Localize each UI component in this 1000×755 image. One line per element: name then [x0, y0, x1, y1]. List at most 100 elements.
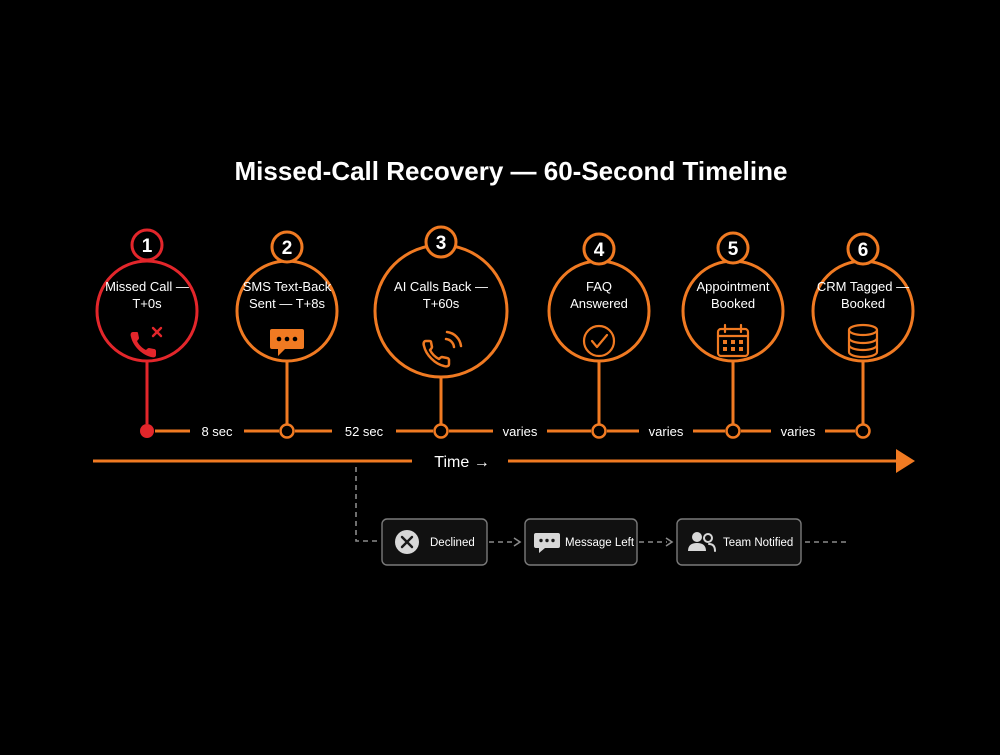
phone-handset	[422, 339, 451, 368]
step-label: Appointment	[697, 279, 770, 294]
interval-label: 8 sec	[201, 424, 233, 439]
step-circle	[811, 259, 915, 363]
step-circle	[95, 259, 199, 363]
step-label: FAQ	[586, 279, 612, 294]
user-head	[703, 533, 713, 543]
branch-arrowhead	[513, 537, 522, 547]
step-number-badge	[130, 228, 164, 262]
checkmark-circle-icon	[582, 324, 616, 358]
db-band	[847, 336, 879, 345]
branch-box-2: Message Left	[524, 518, 638, 566]
step-label: Missed Call —	[105, 279, 189, 294]
dot	[545, 538, 549, 543]
step-number: 2	[282, 238, 293, 259]
step-number-badge	[846, 232, 880, 266]
bubble	[270, 329, 304, 356]
interval-label: varies	[649, 424, 684, 439]
timeline-node	[279, 423, 295, 439]
branch-box-3: Team Notified	[676, 518, 802, 566]
interval-label: 52 sec	[345, 424, 384, 439]
step-circle	[681, 259, 785, 363]
user-body	[708, 543, 716, 552]
step-number: 5	[728, 239, 739, 260]
branch-box	[524, 518, 638, 566]
step-label: T+0s	[132, 296, 162, 311]
ring	[582, 324, 616, 358]
step-number: 6	[858, 240, 869, 261]
calendar-day	[731, 340, 735, 344]
time-axis-arrowhead	[896, 449, 915, 473]
calendar-day	[739, 340, 743, 344]
users-icon	[688, 532, 716, 552]
dot	[276, 336, 282, 342]
timeline-node	[725, 423, 741, 439]
step-label: Answered	[570, 296, 628, 311]
time-axis: Time →	[93, 449, 915, 473]
step-label: T+60s	[423, 296, 460, 311]
step-number: 3	[436, 233, 447, 254]
step-3: 3 AI Calls Back — T+60s	[373, 225, 509, 439]
step-label: Booked	[711, 296, 755, 311]
user-body	[688, 543, 706, 551]
timeline-node	[433, 423, 449, 439]
message-bubble-icon	[534, 533, 560, 553]
x-mark	[400, 535, 414, 549]
calendar-day	[739, 347, 743, 351]
calendar-icon	[716, 323, 750, 358]
chat-bubble-icon	[270, 329, 304, 356]
interval-label: varies	[503, 424, 538, 439]
timeline-node	[140, 424, 154, 438]
step-label: Sent — T+8s	[249, 296, 325, 311]
check	[590, 333, 609, 349]
user-head	[692, 532, 702, 542]
branch-box-1: Declined	[381, 518, 488, 566]
signal-wave	[445, 330, 463, 348]
database-icon	[847, 323, 879, 359]
interval-label: varies	[781, 424, 816, 439]
fallback-branch: Declined Message Left Team Notified	[355, 467, 850, 566]
branch-connector	[355, 467, 378, 542]
step-number-badge	[270, 230, 304, 264]
branch-box	[676, 518, 802, 566]
timeline-node	[855, 423, 871, 439]
phone-calling-icon	[422, 330, 463, 368]
branch-arrowhead	[665, 537, 674, 547]
signal-wave	[444, 337, 456, 349]
step-label: Booked	[841, 296, 885, 311]
branch-label: Team Notified	[723, 537, 793, 549]
step-number-badge	[716, 231, 750, 265]
bubble	[534, 533, 560, 553]
branch-label: Message Left	[565, 537, 635, 549]
dot	[284, 336, 290, 342]
missed-call-icon	[130, 326, 163, 358]
db-band	[847, 343, 879, 352]
step-number-badge	[582, 232, 616, 266]
step-label: CRM Tagged —	[817, 279, 909, 294]
step-label: AI Calls Back —	[394, 279, 488, 294]
x-circle-icon	[395, 530, 419, 554]
branch-label: Declined	[430, 537, 475, 549]
calendar-body	[716, 327, 750, 358]
step-label: SMS Text-Back	[243, 279, 332, 294]
calendar-day	[723, 347, 727, 351]
step-number: 4	[594, 240, 605, 261]
phone-handset	[130, 332, 156, 358]
dot	[292, 336, 298, 342]
calendar-day	[723, 340, 727, 344]
dot	[551, 538, 555, 543]
timeline-node	[591, 423, 607, 439]
time-axis-label: Time →	[434, 454, 489, 471]
dot	[539, 538, 543, 543]
calendar-day	[731, 347, 735, 351]
x-mark	[151, 326, 163, 338]
step-number-badge	[424, 225, 458, 259]
step-number: 1	[142, 236, 153, 257]
db-body	[847, 328, 879, 359]
